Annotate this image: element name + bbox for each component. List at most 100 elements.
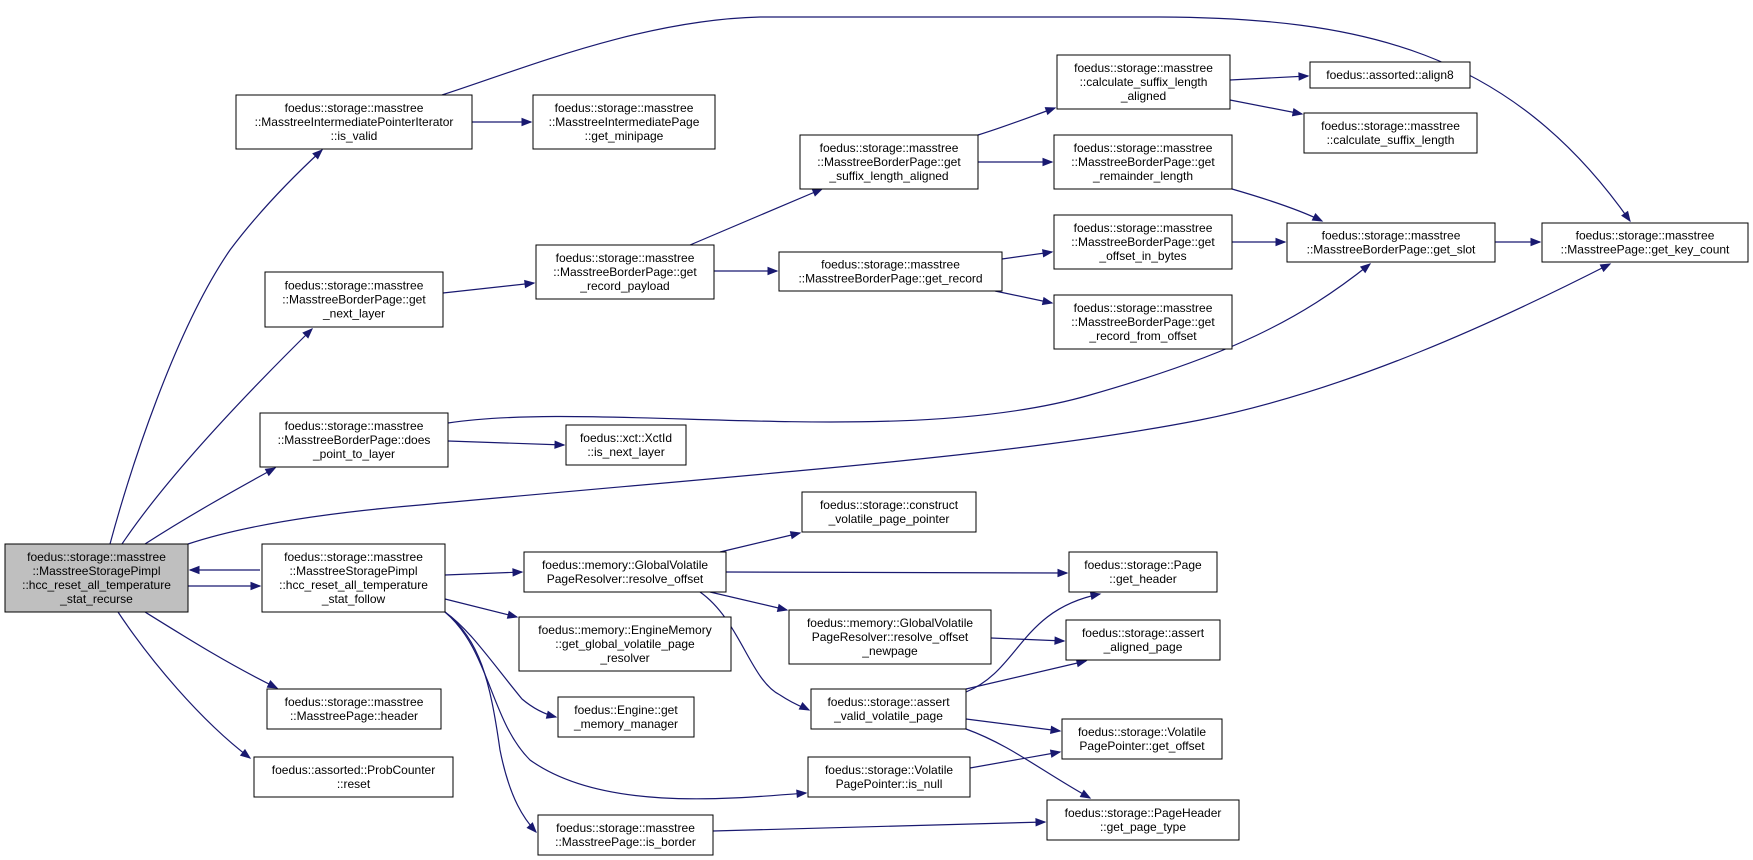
node-intermediate-get-minipage[interactable]: foedus::storage::masstree::MasstreeInter… (532, 94, 716, 150)
arrowhead-icon (796, 789, 808, 798)
node-xctid-is-next-layer[interactable]: foedus::xct::XctId::is_next_layer (565, 424, 687, 466)
node-assorted-align8[interactable]: foedus::assorted::align8 (1309, 61, 1471, 89)
node-masstree-page-get-key-count-box (1541, 222, 1749, 263)
node-masstree-page-get-key-count[interactable]: foedus::storage::masstree::MasstreePage:… (1541, 222, 1749, 263)
node-calculate-suffix-length[interactable]: foedus::storage::masstree::calculate_suf… (1303, 112, 1478, 154)
node-masstree-page-header[interactable]: foedus::storage::masstree::MasstreePage:… (266, 688, 442, 730)
node-volatile-pointer-get-offset[interactable]: foedus::storage::VolatilePagePointer::ge… (1061, 718, 1223, 760)
node-assert-valid-volatile-page[interactable]: foedus::storage::assert_valid_volatile_p… (810, 688, 967, 730)
edge-intermediate-iter-is-valid-to-masstree-page-get-key-count (441, 16, 1631, 222)
node-resolve-offset[interactable]: foedus::memory::GlobalVolatilePageResolv… (523, 551, 727, 593)
node-border-get-record[interactable]: foedus::storage::masstree::MasstreeBorde… (778, 251, 1003, 292)
node-engine-get-memory-manager[interactable]: foedus::Engine::get_memory_manager (557, 696, 695, 738)
node-resolve-offset-newpage-label-line: foedus::memory::GlobalVolatile (807, 616, 973, 630)
node-volatile-pointer-is-null-label-line: PagePointer::is_null (836, 777, 943, 791)
edge-root-to-border-get-next-layer (121, 328, 313, 545)
arrowhead-icon (1042, 157, 1054, 167)
node-page-header-get-page-type[interactable]: foedus::storage::PageHeader::get_page_ty… (1046, 799, 1240, 841)
node-prob-counter-reset-label-line: ::reset (337, 777, 371, 791)
node-masstree-page-is-border[interactable]: foedus::storage::masstree::MasstreePage:… (537, 814, 714, 856)
node-border-get-slot[interactable]: foedus::storage::masstree::MasstreeBorde… (1286, 222, 1496, 263)
node-border-get-suffix-length-aligned[interactable]: foedus::storage::masstree::MasstreeBorde… (799, 134, 979, 190)
edge-calculate-suffix-length-aligned-to-calculate-suffix-length (1229, 99, 1303, 115)
arrowhead-icon (554, 440, 566, 449)
arrowhead-icon (239, 748, 252, 759)
node-border-get-remainder-length-box (1053, 134, 1233, 190)
node-border-get-offset-in-bytes[interactable]: foedus::storage::masstree::MasstreeBorde… (1053, 214, 1233, 270)
node-border-get-offset-in-bytes-box (1053, 214, 1233, 270)
node-page-header-get-page-type-label-line: foedus::storage::PageHeader (1065, 806, 1222, 820)
arrowhead-icon (524, 279, 536, 289)
node-calculate-suffix-length-label-line: ::calculate_suffix_length (1327, 133, 1455, 147)
node-border-does-point-to-layer[interactable]: foedus::storage::masstree::MasstreeBorde… (259, 412, 449, 468)
node-border-get-remainder-length-label-line: foedus::storage::masstree (1074, 141, 1213, 155)
arrowhead-icon (1041, 296, 1054, 306)
node-assert-valid-volatile-page-label-line: _valid_volatile_page (833, 709, 943, 723)
node-border-get-record-from-offset-box (1053, 294, 1233, 350)
node-resolve-offset-label-line: foedus::memory::GlobalVolatile (542, 558, 708, 572)
node-xctid-is-next-layer-box (565, 424, 687, 466)
node-xctid-is-next-layer-label-line: ::is_next_layer (587, 445, 664, 459)
node-masstree-page-get-key-count-label-line: foedus::storage::masstree (1576, 229, 1715, 243)
node-border-get-suffix-length-aligned-box (799, 134, 979, 190)
edge-volatile-pointer-is-null-to-volatile-pointer-get-offset (969, 751, 1061, 769)
node-calculate-suffix-length-box (1303, 112, 1478, 154)
edge-stat-follow-to-masstree-page-is-border (444, 611, 537, 833)
node-volatile-pointer-is-null-label-line: foedus::storage::Volatile (825, 763, 953, 777)
node-resolve-offset-label-line: PageResolver::resolve_offset (547, 572, 704, 586)
arrowhead-icon (1044, 107, 1057, 116)
node-root[interactable]: foedus::storage::masstree::MasstreeStora… (4, 543, 189, 613)
arrowhead-icon (811, 188, 824, 197)
node-resolve-offset-newpage[interactable]: foedus::memory::GlobalVolatilePageResolv… (788, 609, 992, 665)
node-prob-counter-reset[interactable]: foedus::assorted::ProbCounter::reset (253, 756, 454, 798)
node-assert-aligned-page[interactable]: foedus::storage::assert_aligned_page (1065, 619, 1221, 661)
node-masstree-page-header-label-line: foedus::storage::masstree (285, 695, 424, 709)
node-assert-valid-volatile-page-label-line: foedus::storage::assert (827, 695, 950, 709)
edge-border-get-suffix-length-aligned-to-calculate-suffix-length-aligned (977, 107, 1056, 136)
arrowhead-icon (1311, 212, 1324, 222)
arrowhead-icon (302, 328, 313, 339)
node-border-get-record-from-offset[interactable]: foedus::storage::masstree::MasstreeBorde… (1053, 294, 1233, 350)
edge-border-get-next-layer-to-border-get-record-payload (442, 282, 535, 294)
node-xctid-is-next-layer-label-line: foedus::xct::XctId (580, 431, 672, 445)
node-root-box (4, 543, 189, 613)
edge-root-to-masstree-page-header (144, 611, 278, 689)
arrowhead-icon (506, 610, 519, 619)
node-border-get-next-layer[interactable]: foedus::storage::masstree::MasstreeBorde… (264, 271, 444, 328)
edge-assert-valid-volatile-page-to-volatile-pointer-get-offset (965, 718, 1061, 732)
arrowhead-icon (1530, 237, 1542, 247)
arrowhead-icon (1621, 210, 1631, 223)
arrowhead-icon (1035, 818, 1047, 827)
node-volatile-pointer-is-null[interactable]: foedus::storage::VolatilePagePointer::is… (807, 756, 971, 798)
node-root-label-line: _stat_recurse (59, 592, 133, 606)
node-border-get-record-payload[interactable]: foedus::storage::masstree::MasstreeBorde… (535, 244, 715, 300)
node-border-get-record-payload-box (535, 244, 715, 300)
node-engine-memory-get-resolver[interactable]: foedus::memory::EngineMemory::get_global… (518, 616, 732, 672)
node-border-get-remainder-length-label-line: ::MasstreeBorderPage::get (1071, 155, 1215, 169)
node-border-does-point-to-layer-label-line: foedus::storage::masstree (285, 419, 424, 433)
node-page-get-header-label-line: ::get_header (1109, 572, 1176, 586)
node-engine-memory-get-resolver-box (518, 616, 732, 672)
node-construct-volatile-page-pointer[interactable]: foedus::storage::construct_volatile_page… (801, 491, 977, 533)
node-border-get-record-from-offset-label-line: _record_from_offset (1088, 329, 1197, 343)
node-border-get-offset-in-bytes-label-line: foedus::storage::masstree (1074, 221, 1213, 235)
node-calculate-suffix-length-aligned[interactable]: foedus::storage::masstree::calculate_suf… (1056, 54, 1231, 110)
edge-stat-follow-to-engine-memory-get-resolver (444, 598, 518, 618)
node-border-get-suffix-length-aligned-label-line: _suffix_length_aligned (828, 169, 948, 183)
node-engine-memory-get-resolver-label-line: foedus::memory::EngineMemory (538, 623, 711, 637)
edge-border-get-remainder-length-to-border-get-slot (1231, 188, 1323, 222)
node-intermediate-iter-is-valid[interactable]: foedus::storage::masstree::MasstreeInter… (235, 94, 473, 150)
node-root-label-line: ::MasstreeStoragePimpl (32, 564, 160, 578)
node-prob-counter-reset-box (253, 756, 454, 798)
arrowhead-icon (1089, 591, 1102, 601)
node-page-get-header[interactable]: foedus::storage::Page::get_header (1068, 551, 1218, 593)
node-intermediate-get-minipage-label-line: ::MasstreeIntermediatePage (549, 115, 700, 129)
node-page-header-get-page-type-box (1046, 799, 1240, 841)
node-stat-follow[interactable]: foedus::storage::masstree::MasstreeStora… (261, 543, 446, 613)
edge-assert-valid-volatile-page-to-assert-aligned-page (965, 660, 1087, 690)
edge-resolve-offset-newpage-to-assert-aligned-page (990, 637, 1065, 642)
node-page-get-header-label-line: foedus::storage::Page (1084, 558, 1202, 572)
arrowhead-icon (250, 581, 262, 591)
node-border-get-slot-label-line: ::MasstreeBorderPage::get_slot (1307, 243, 1476, 257)
node-border-get-remainder-length[interactable]: foedus::storage::masstree::MasstreeBorde… (1053, 134, 1233, 190)
